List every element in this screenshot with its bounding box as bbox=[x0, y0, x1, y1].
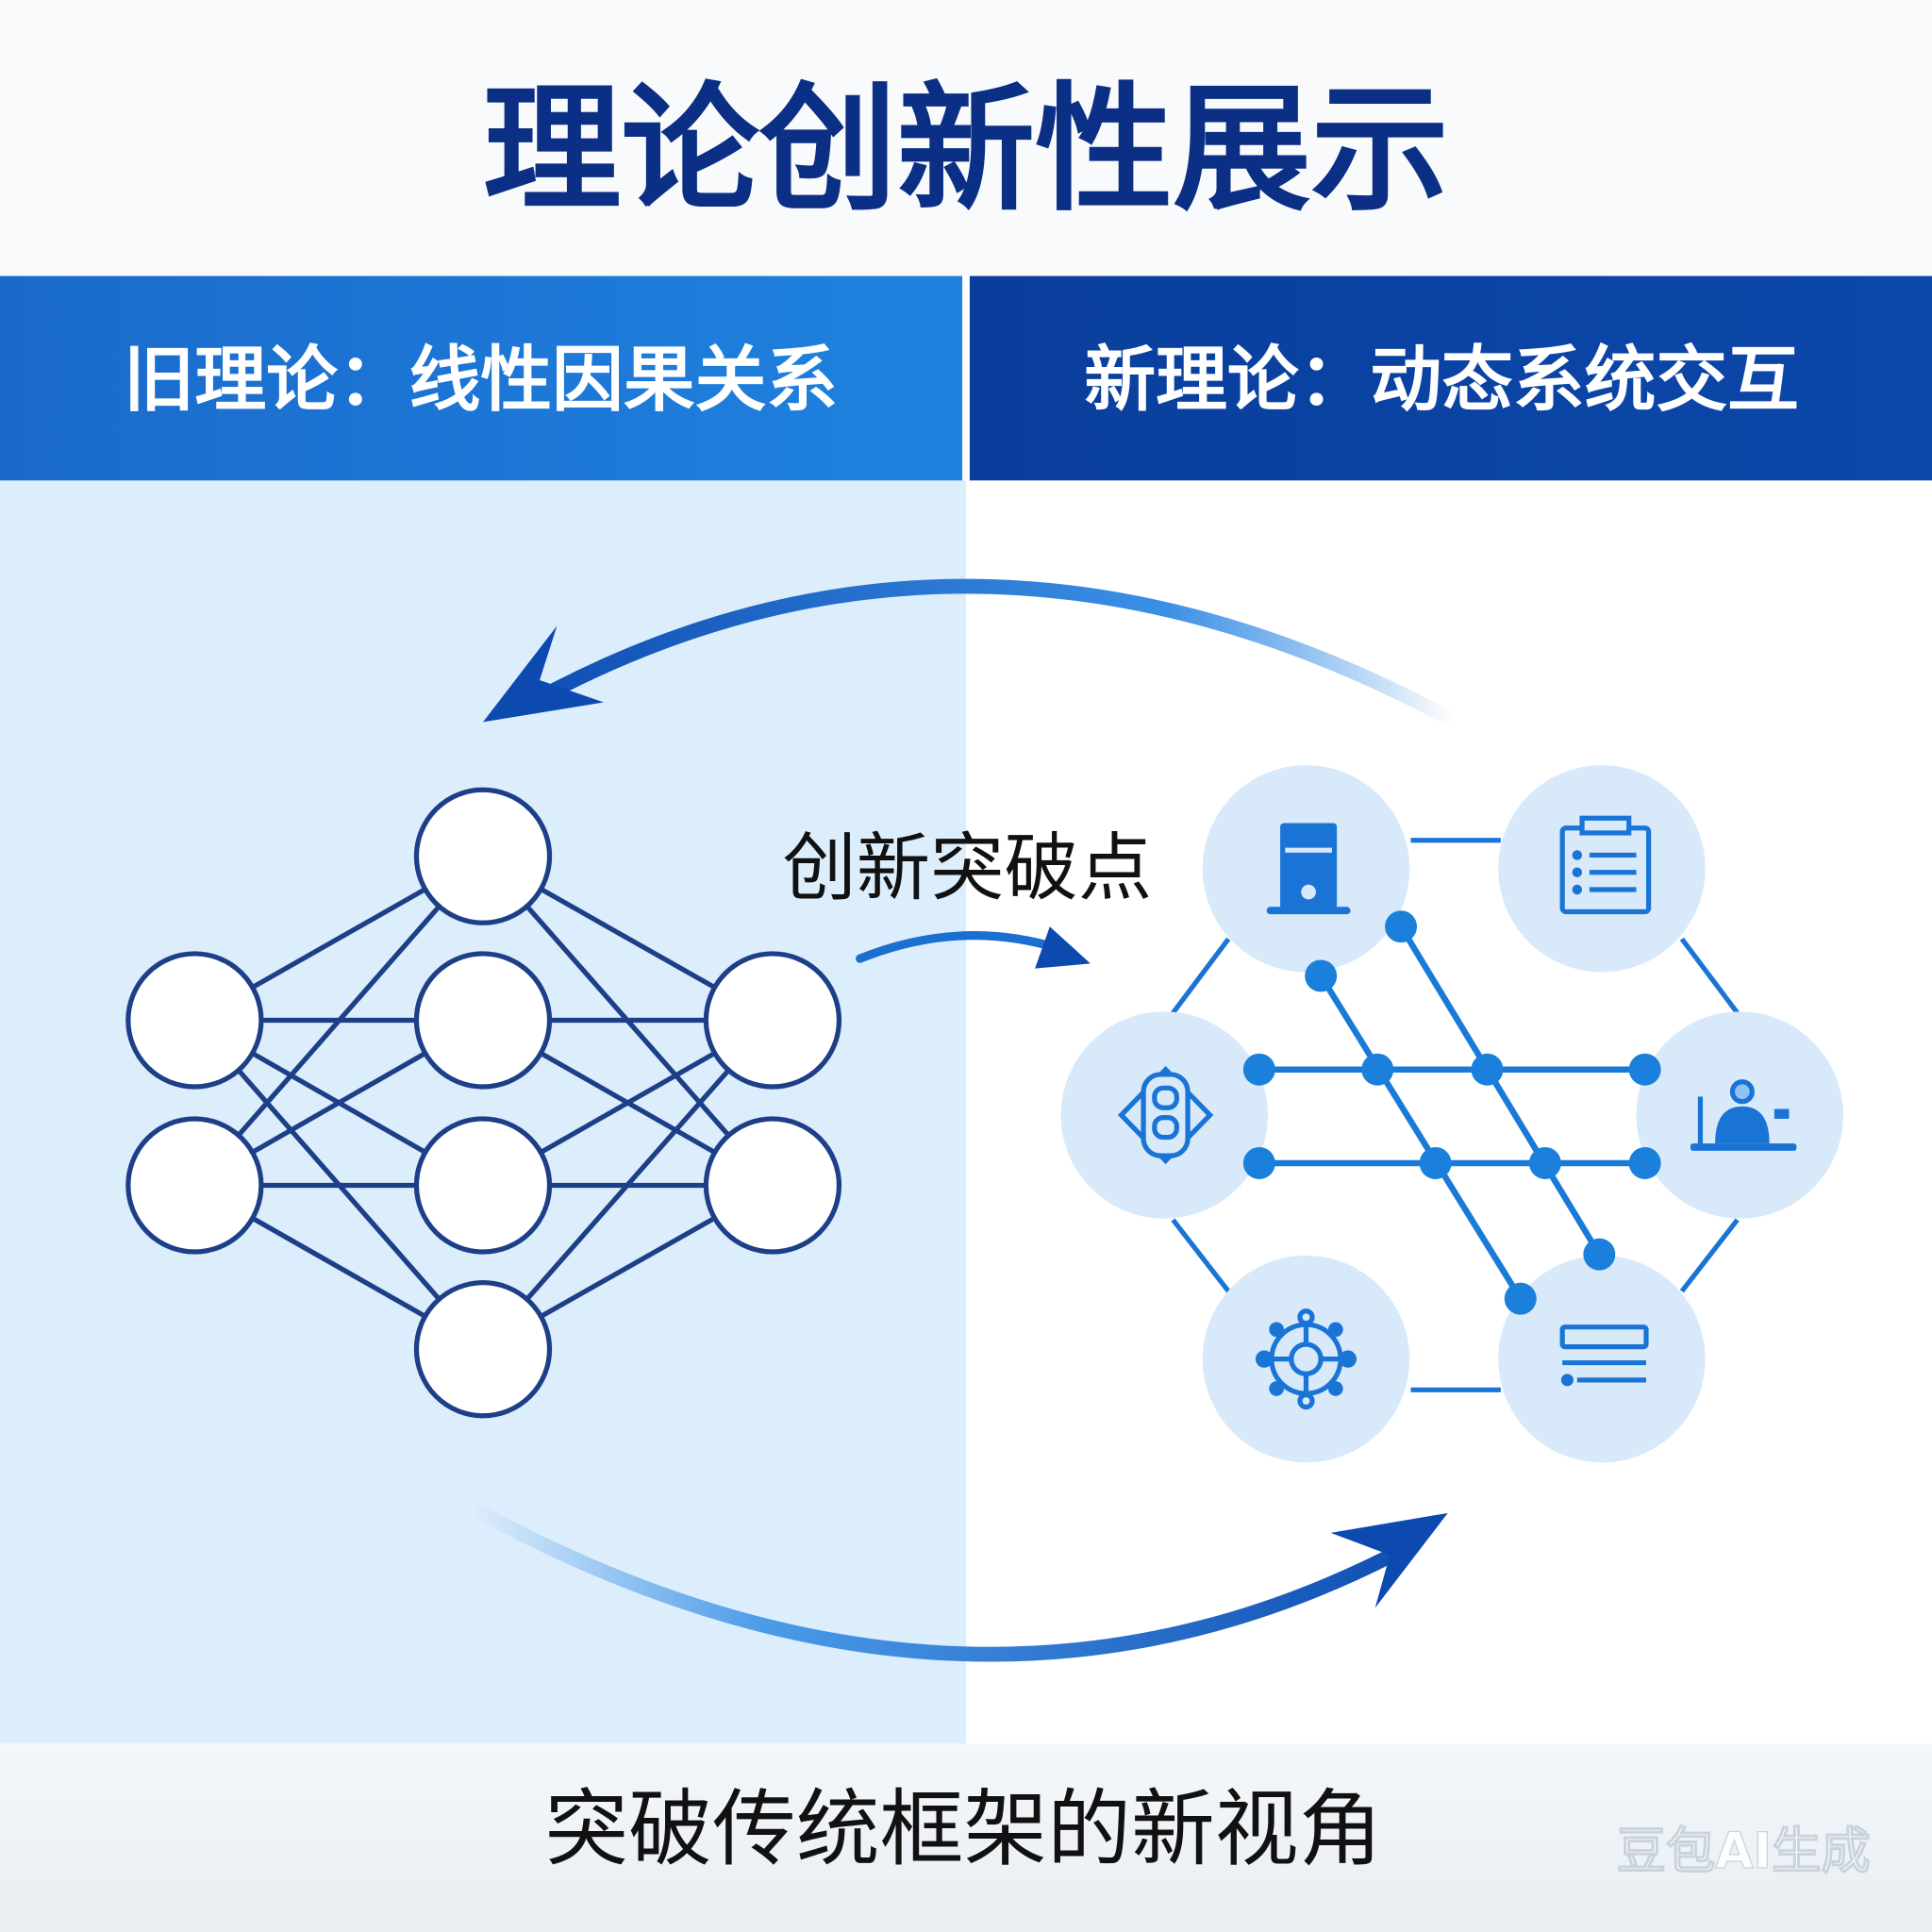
network-edge bbox=[192, 855, 485, 1188]
network-node bbox=[413, 787, 553, 925]
system-node-list bbox=[1498, 1255, 1706, 1463]
feedback-arrow bbox=[546, 578, 1462, 728]
new-theory-header bbox=[969, 275, 1932, 481]
title-area bbox=[0, 0, 1932, 276]
interaction-dot bbox=[1305, 959, 1338, 992]
network-node bbox=[125, 951, 264, 1090]
watermark: 豆包AI生成 bbox=[1617, 1824, 1871, 1880]
network-node bbox=[703, 951, 842, 1090]
gear-network-icon bbox=[1255, 1308, 1357, 1410]
footer-caption: 突破传统框架的新视角 bbox=[544, 1781, 1382, 1878]
old-theory-header bbox=[0, 275, 963, 481]
dynamic-system bbox=[1060, 765, 1843, 1463]
new-theory-label: 新理论：动态系统交互 bbox=[1084, 338, 1799, 421]
transition-arrow bbox=[467, 1502, 1400, 1662]
interaction-dot bbox=[1385, 910, 1418, 943]
footer-band bbox=[0, 1743, 1932, 1932]
network-node bbox=[125, 1116, 264, 1255]
interaction-dot bbox=[1361, 1053, 1394, 1086]
old-theory-label: 旧理论：线性因果关系 bbox=[124, 338, 839, 421]
interaction-dot bbox=[1628, 1147, 1661, 1179]
network-edge bbox=[481, 1018, 774, 1351]
hex-edges bbox=[1171, 838, 1740, 1392]
feedback-arrow-head bbox=[483, 625, 604, 723]
interaction-dot bbox=[1583, 1238, 1616, 1271]
list-icon bbox=[1559, 1324, 1649, 1387]
network-node bbox=[703, 1116, 842, 1255]
system-node-gear-network bbox=[1202, 1255, 1410, 1463]
interaction-dot bbox=[1504, 1282, 1537, 1315]
network-node bbox=[413, 1116, 553, 1255]
interaction-dot bbox=[1471, 1053, 1504, 1086]
interaction-dot bbox=[1242, 1147, 1275, 1179]
transition-arrow-head bbox=[1330, 1512, 1448, 1608]
interaction-links bbox=[1258, 924, 1645, 1301]
user-desk-icon bbox=[1690, 1079, 1797, 1151]
old-theory-panel bbox=[0, 480, 966, 1744]
system-node-clipboard bbox=[1498, 765, 1706, 973]
interaction-dot bbox=[1242, 1053, 1275, 1086]
interaction-dot bbox=[1628, 1053, 1661, 1086]
network-node bbox=[413, 951, 553, 1090]
breakthrough-arrow bbox=[856, 931, 1064, 963]
page-title: 理论创新性展示 bbox=[483, 70, 1449, 230]
linear-network bbox=[125, 787, 842, 1419]
network-node bbox=[413, 1280, 553, 1419]
interaction-dot bbox=[1528, 1147, 1561, 1179]
server-icon bbox=[1266, 823, 1351, 915]
interaction-dot bbox=[1419, 1147, 1452, 1179]
module-icon bbox=[1117, 1065, 1214, 1165]
breakthrough-label: 创新突破点 bbox=[782, 825, 1152, 911]
clipboard-icon bbox=[1559, 815, 1652, 915]
breakthrough-arrow-head bbox=[1035, 926, 1091, 969]
